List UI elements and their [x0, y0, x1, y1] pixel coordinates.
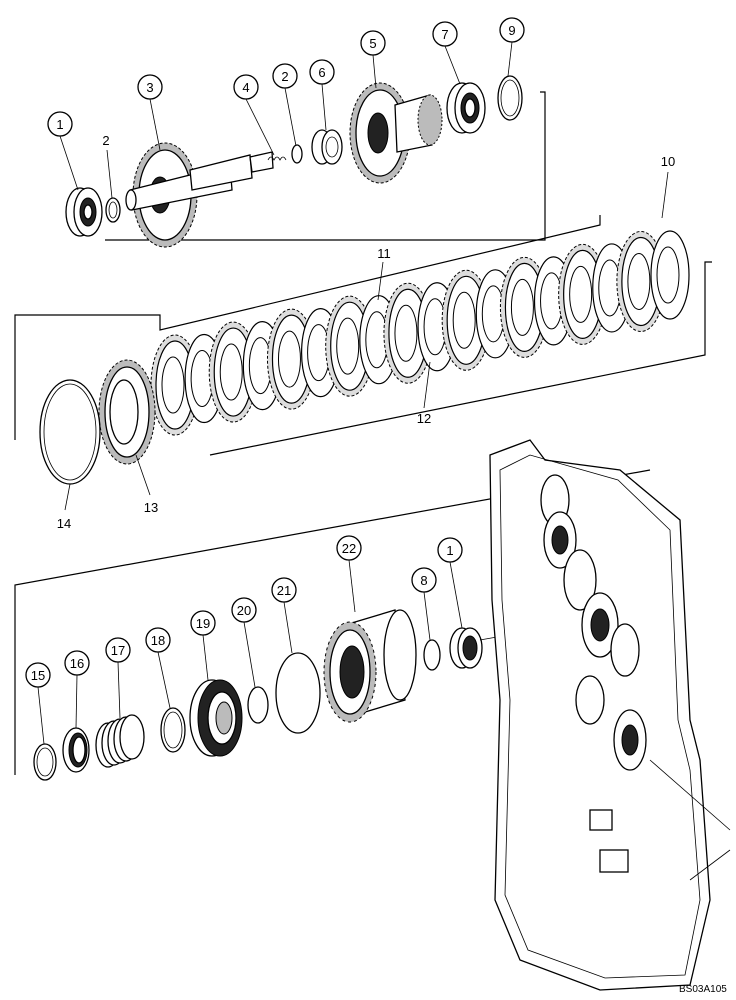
callout-7: 7 [432, 21, 461, 85]
svg-text:14: 14 [57, 516, 71, 531]
svg-text:6: 6 [318, 65, 325, 80]
part-6-needle-bearing [311, 129, 343, 165]
callout-13: 13 [135, 454, 158, 515]
svg-text:19: 19 [196, 616, 210, 631]
callout-9: 9 [499, 17, 525, 77]
callout-5: 5 [360, 30, 386, 89]
svg-text:22: 22 [342, 541, 356, 556]
callout-18: 18 [145, 627, 171, 709]
callout-22: 22 [336, 535, 362, 613]
callout-17: 17 [105, 637, 131, 719]
svg-text:3: 3 [146, 80, 153, 95]
part-9-snap-ring [497, 75, 523, 121]
callout-2-circled: 2 [272, 63, 298, 147]
callout-14: 14 [57, 483, 71, 531]
part-15-snap-ring [33, 743, 57, 781]
callout-1-lower: 1 [437, 537, 463, 629]
part-21-seal [275, 652, 321, 734]
svg-text:12: 12 [417, 411, 431, 426]
svg-text:21: 21 [277, 583, 291, 598]
svg-text:8: 8 [420, 573, 427, 588]
part-14-snap-ring [39, 379, 101, 485]
bracket-top [105, 91, 546, 241]
callout-21: 21 [271, 577, 297, 654]
part-22-clutch-housing [323, 609, 417, 723]
part-19-piston [189, 679, 243, 757]
callout-4: 4 [233, 74, 275, 156]
svg-text:1: 1 [56, 117, 63, 132]
part-8-snap-ring [423, 639, 441, 671]
part-2-snap-ring-mid [291, 144, 303, 164]
callout-10: 10 [661, 154, 675, 219]
part-3-gear-shaft [125, 142, 274, 248]
part-18-seal-ring [160, 707, 186, 753]
svg-text:5: 5 [369, 36, 376, 51]
transmission-housing [489, 439, 731, 991]
callout-3: 3 [137, 74, 163, 151]
part-17-springs [95, 714, 145, 768]
svg-text:7: 7 [441, 27, 448, 42]
bracket-lower [14, 469, 651, 775]
callout-2-plain: 2 [102, 133, 113, 199]
callout-16: 16 [64, 650, 90, 729]
svg-text:18: 18 [151, 633, 165, 648]
callout-labels: 1 2 3 4 2 6 [25, 17, 675, 745]
clutch-pack-discs [150, 230, 690, 436]
part-5-gear [349, 82, 443, 184]
drawing-code: BS03A105 [679, 984, 727, 995]
part-2-snap-ring-top [105, 197, 121, 223]
svg-text:4: 4 [242, 80, 249, 95]
svg-text:20: 20 [237, 603, 251, 618]
callout-20: 20 [231, 597, 257, 688]
callout-15: 15 [25, 662, 51, 745]
svg-text:13: 13 [144, 500, 158, 515]
svg-text:15: 15 [31, 668, 45, 683]
callout-6: 6 [309, 59, 335, 131]
callout-1-top: 1 [47, 111, 79, 191]
svg-text:17: 17 [111, 643, 125, 658]
steel-disc [650, 230, 690, 320]
part-16-retainer [62, 727, 90, 773]
part-1-bearing-top [65, 187, 103, 237]
callout-11: 11 [377, 246, 391, 301]
svg-text:1: 1 [446, 543, 453, 558]
callout-19: 19 [190, 610, 216, 681]
part-4-spring [267, 156, 287, 161]
svg-text:2: 2 [102, 133, 109, 148]
callout-8: 8 [411, 567, 437, 641]
part-13-end-plate [98, 359, 156, 465]
svg-text:10: 10 [661, 154, 675, 169]
svg-text:16: 16 [70, 656, 84, 671]
part-20-o-ring [247, 686, 269, 724]
callout-12: 12 [417, 361, 431, 426]
svg-text:2: 2 [281, 69, 288, 84]
svg-text:9: 9 [508, 23, 515, 38]
bracket-clutch-pack [14, 215, 712, 456]
part-7-bearing [446, 82, 486, 134]
svg-text:11: 11 [377, 246, 391, 261]
